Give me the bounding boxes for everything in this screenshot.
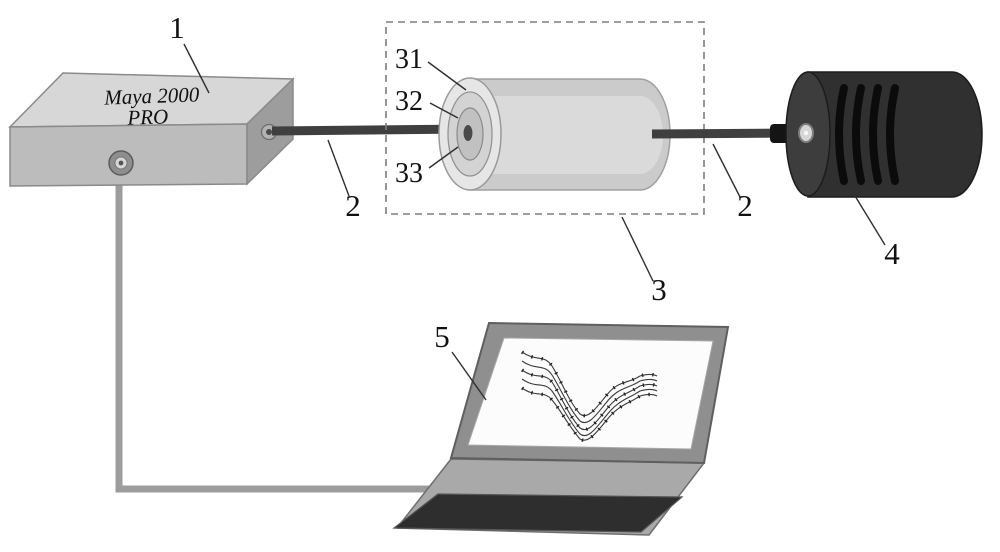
leader-line-31 — [427, 61, 467, 91]
source-fin-3 — [869, 84, 882, 185]
label-spectrometer: 1 — [169, 10, 185, 45]
plot-markers-3 — [521, 386, 658, 442]
reference-labels: 1 2 31 32 33 3 2 4 5 — [169, 10, 900, 401]
label-cell-layer-outer: 31 — [395, 44, 423, 75]
device-name-line2: PRO — [126, 104, 169, 129]
leader-line-4 — [851, 190, 886, 246]
sample-cell — [438, 77, 671, 191]
side-fiber-port-core — [266, 129, 272, 135]
label-fiber-right: 2 — [737, 188, 753, 223]
light-source — [785, 71, 983, 198]
label-light-source: 4 — [884, 236, 900, 271]
leader-line-5 — [451, 351, 487, 401]
front-connector-core — [118, 160, 124, 166]
plot-curve-3 — [521, 369, 658, 430]
plot-curve-2 — [521, 360, 658, 423]
leader-line-1 — [183, 43, 210, 94]
device-name-line1: Maya 2000 — [103, 82, 200, 109]
label-sample-cell: 3 — [651, 272, 667, 307]
source-body — [807, 71, 983, 198]
spectrometer-laptop-cable — [115, 180, 430, 493]
leader-line-2-right — [712, 143, 741, 198]
optical-fiber-right — [651, 128, 791, 139]
label-fiber-left: 2 — [345, 188, 361, 223]
screen-spectra-plot — [521, 350, 658, 442]
leader-line-2-left — [327, 139, 350, 197]
laptop — [392, 321, 730, 536]
sample-cell-dashed-boundary — [385, 21, 705, 215]
leader-line-33 — [428, 146, 459, 169]
laptop-keyboard-panel — [392, 493, 684, 533]
plot-curve-1 — [521, 351, 658, 416]
optical-fiber-left — [271, 124, 469, 136]
leader-line-32 — [429, 102, 459, 119]
label-cell-layer-inner: 33 — [395, 158, 423, 189]
source-fin-4 — [886, 84, 899, 185]
label-laptop: 5 — [434, 319, 450, 354]
fiber-entry-core — [803, 130, 809, 136]
label-cell-layer-middle: 32 — [395, 86, 423, 117]
laptop-screen — [467, 337, 714, 450]
cell-face-core — [463, 125, 473, 141]
leader-line-3 — [621, 216, 654, 282]
plot-curve-4 — [521, 378, 658, 436]
source-fin-1 — [835, 84, 848, 185]
source-fin-2 — [852, 84, 865, 185]
cell-body-highlight — [470, 96, 663, 174]
spectrometer: Maya 2000 PRO — [8, 72, 295, 187]
